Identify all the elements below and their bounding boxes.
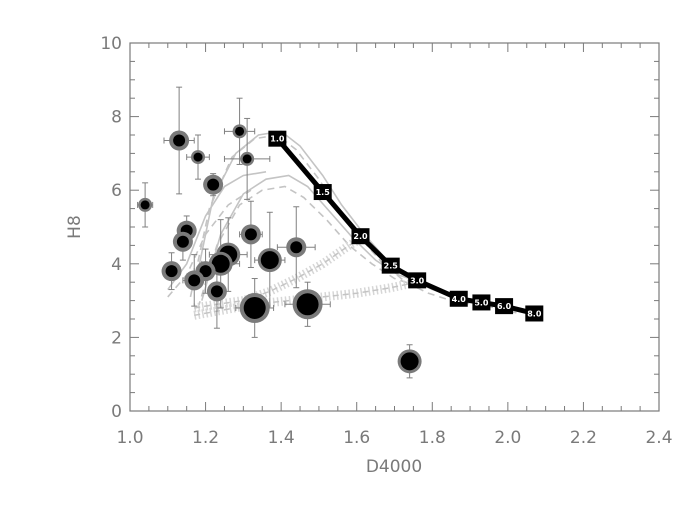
data-point — [242, 154, 252, 164]
age-marker-label: 5.0 — [474, 298, 489, 307]
age-marker — [313, 184, 332, 201]
data-point — [207, 178, 220, 191]
data-point — [193, 152, 203, 162]
age-marker-label: 1.0 — [270, 135, 285, 144]
model-curve-hatched-core — [194, 233, 369, 309]
plot-frame — [129, 42, 660, 412]
data-point — [290, 241, 303, 254]
y-axis-title: H8 — [65, 215, 85, 239]
age-marker — [472, 294, 491, 311]
data-point — [260, 251, 279, 270]
age-marker — [495, 298, 514, 315]
x-tick-label: 2.4 — [645, 428, 672, 448]
data-point — [188, 274, 201, 287]
x-axis-title: D4000 — [366, 457, 422, 477]
data-point — [173, 134, 186, 147]
age-marker-label: 2.0 — [353, 232, 368, 241]
age-marker — [525, 305, 544, 322]
data-point — [165, 265, 178, 278]
age-marker-label: 4.0 — [452, 295, 467, 304]
x-tick-label: 1.8 — [419, 428, 446, 448]
x-tick-label: 1.6 — [343, 428, 370, 448]
age-marker-label: 2.5 — [384, 262, 399, 271]
age-marker-label: 8.0 — [527, 309, 542, 318]
x-tick-label: 2.0 — [494, 428, 521, 448]
data-point — [176, 235, 189, 248]
age-marker-label: 6.0 — [497, 302, 512, 311]
model-track-layer: 1.0 1.5 2.0 2.5 3.0 4.0 5.0 6.0 8.0 — [268, 130, 544, 322]
model-curve-solid — [201, 174, 422, 301]
x-tick-label: 1.4 — [268, 428, 295, 448]
age-marker-label: 1.5 — [316, 188, 331, 197]
data-point — [140, 200, 150, 210]
y-tick-label: 4 — [111, 255, 122, 275]
x-tick-label: 1.2 — [192, 428, 219, 448]
y-tick-label: 2 — [111, 328, 122, 348]
age-marker — [408, 272, 427, 289]
y-tick-label: 8 — [111, 108, 122, 128]
y-tick-label: 6 — [111, 181, 122, 201]
data-point — [244, 228, 257, 241]
model-curve-dashed — [197, 185, 418, 309]
age-marker — [268, 130, 287, 147]
age-marker-label: 3.0 — [410, 276, 425, 285]
age-marker — [351, 228, 370, 245]
y-tick-label: 0 — [111, 402, 122, 422]
data-point — [296, 293, 319, 316]
data-point — [211, 254, 230, 273]
model-curve-dashed — [167, 189, 252, 298]
age-marker — [381, 257, 400, 274]
data-point — [235, 126, 245, 136]
age-marker — [449, 290, 468, 307]
y-tick-label: 10 — [100, 34, 122, 54]
data-point — [400, 352, 419, 371]
data-points-layer — [138, 124, 422, 374]
data-point — [210, 285, 223, 298]
x-tick-label: 1.0 — [116, 428, 143, 448]
x-tick-label: 2.2 — [570, 428, 597, 448]
axes-layer: 1.0 1.2 1.4 1.6 1.8 2.0 2.2 2.4 0 2 4 6 8 10 — [100, 34, 672, 448]
data-point — [243, 296, 266, 319]
data-point — [199, 265, 212, 278]
